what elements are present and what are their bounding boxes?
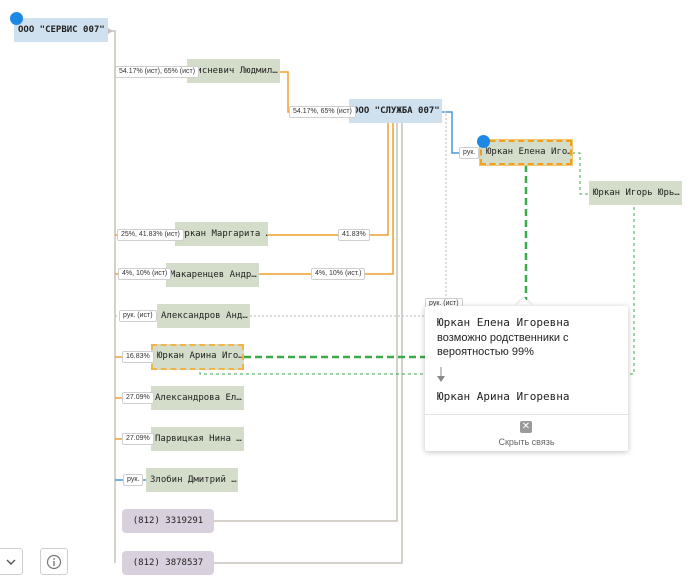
edge-label-makarentsev-servis: 4%, 10% (ист) [118, 268, 172, 280]
edge-label-arina-servis: 16.83% [122, 351, 154, 363]
edge-servis-trunk [108, 30, 116, 563]
edge-label-margarita-servis: 25%, 41.83% (ист) [117, 229, 184, 241]
edge-elena-igor [572, 152, 589, 195]
edge-label-lisnevich-sluzhba: 54.17%, 65% (ист) [289, 106, 356, 118]
edge-label-aleksandrov-servis: рук. (ист) [119, 310, 157, 322]
node-ooo-sluzhba-007[interactable]: ООО "СЛУЖБА 007" [349, 99, 442, 123]
node-yurkan-elena[interactable]: Юркан Елена Иго… [480, 140, 572, 165]
info-icon [46, 554, 62, 570]
selection-dot [10, 12, 23, 25]
edge-label-zlobin-servis: рук. [123, 474, 144, 486]
edge-label-aleksandrova-servis: 27.09% [122, 392, 154, 404]
chevron-down-icon [6, 559, 16, 565]
edge-label-parvitskaya-servis: 27.09% [122, 433, 154, 445]
hide-link-button[interactable]: ✕ Скрыть связь [425, 414, 628, 452]
node-yurkan-igor[interactable]: Юркан Игорь Юрь… [589, 181, 682, 205]
edge-igor-arina [199, 207, 635, 375]
edge-label-lisnevich-servis: 54.17% (ист), 65% (ист) [115, 66, 200, 78]
edge-phone2-sluzhba [214, 122, 403, 564]
hide-link-label: Скрыть связь [498, 437, 555, 447]
node-yurkan-arina[interactable]: Юркан Арина Иго… [151, 344, 244, 370]
node-parvitskaya[interactable]: Парвицкая Нина … [151, 427, 244, 451]
selection-dot [477, 135, 490, 148]
edge-label-makarentsev-sluzhba: 4%, 10% (ист.) [311, 268, 366, 280]
edge-label-margarita-sluzhba: 41.83% [338, 229, 370, 241]
edge-label-elena-sluzhba: рук. [459, 147, 480, 159]
popup-to-name: Юркан Арина Игоревна [437, 390, 570, 403]
node-yurkan-margarita[interactable]: Юркан Маргарита … [175, 222, 268, 246]
close-icon: ✕ [520, 421, 532, 433]
relation-popup: Юркан Елена Игоревна возможно родственни… [425, 306, 628, 451]
node-zlobin[interactable]: Злобин Дмитрий … [146, 468, 238, 492]
node-lisnevich[interactable]: Лисневич Людмил… [187, 59, 280, 83]
node-makarentsev[interactable]: Макаренцев Андр… [166, 263, 259, 287]
node-phone-3319291[interactable]: (812) 3319291 [122, 509, 214, 533]
popup-from-name: Юркан Елена Игоревна [437, 316, 570, 329]
arrow-down-icon [437, 367, 445, 382]
node-ooo-servis-007[interactable]: ООО "СЕРВИС 007" [14, 18, 108, 42]
info-button[interactable] [40, 548, 68, 575]
edge-makarentsev-sluzhba [259, 122, 394, 275]
node-aleksandrov[interactable]: Александров Анд… [157, 304, 250, 328]
edge-phone1-sluzhba [214, 122, 398, 522]
node-phone-3878537[interactable]: (812) 3878537 [122, 551, 214, 575]
edge-margarita-sluzhba [268, 122, 389, 236]
popup-relation-text: возможно родственники с вероятностью 99% [437, 332, 569, 358]
edge-aleksandrov-sluzhba [250, 111, 447, 317]
node-aleksandrova[interactable]: Александрова Ел… [151, 386, 244, 410]
view-dropdown[interactable] [0, 548, 23, 575]
